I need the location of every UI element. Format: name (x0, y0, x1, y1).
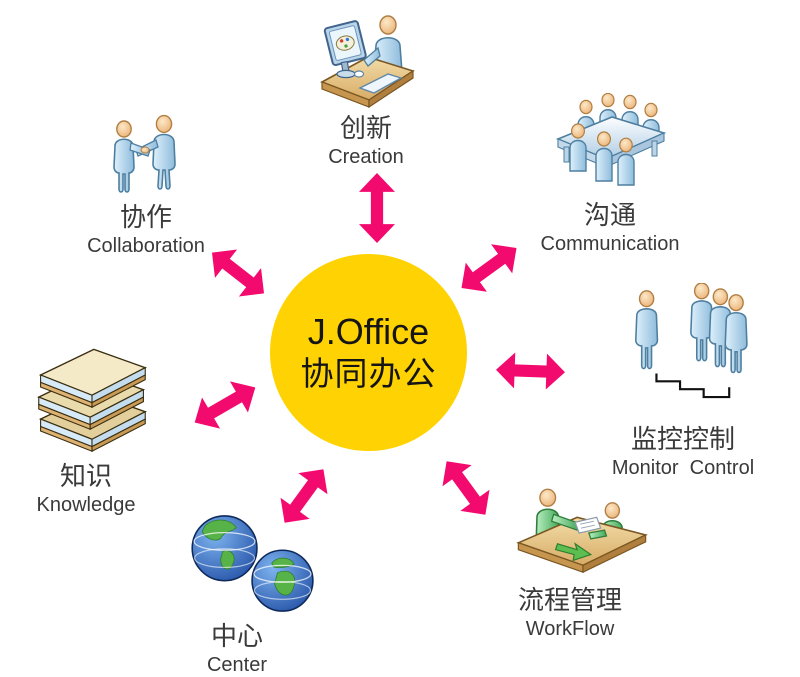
node-communication-label-en: Communication (540, 232, 680, 255)
node-center-label-zh: 中心 (210, 621, 263, 651)
double-arrow-right (495, 352, 565, 390)
hub-subtitle: 协同办公 (300, 355, 437, 393)
books-icon (37, 348, 147, 453)
node-workflow-label-en: WorkFlow (525, 617, 615, 640)
node-workflow: 流程管理 WorkFlow (495, 487, 648, 641)
node-creation: 创新 Creation (292, 8, 440, 169)
double-arrow-bottom-right (432, 451, 500, 526)
double-arrow-top-right (451, 233, 527, 302)
meeting-table-icon (555, 93, 667, 186)
node-monitor-label-zh: 监控控制 (630, 424, 735, 454)
node-communication-label-zh: 沟通 (583, 200, 636, 230)
hub-title: J.Office (307, 311, 430, 353)
node-monitor-label-en: Monitor Control (611, 456, 755, 479)
node-center: 中心 Center (162, 512, 314, 677)
node-knowledge-label-en: Knowledge (36, 493, 136, 516)
node-center-label-en: Center (206, 653, 268, 676)
double-arrow-left (186, 372, 265, 438)
node-knowledge: 知识 Knowledge (11, 342, 161, 517)
node-communication: 沟通 Communication (535, 93, 685, 256)
node-collaboration-label-en: Collaboration (87, 234, 205, 257)
node-collaboration-label-zh: 协作 (119, 202, 172, 232)
people-group-icon (635, 283, 748, 399)
person-at-desk-icon (320, 15, 415, 109)
node-monitor-control: 监控控制 Monitor Control (607, 283, 759, 480)
node-creation-label-en: Creation (328, 145, 404, 168)
center-hub: J.Office 协同办公 (270, 254, 467, 451)
handshake-people-icon (113, 114, 176, 193)
node-collaboration: 协作 Collaboration (71, 112, 221, 258)
document-handoff-icon (516, 488, 648, 574)
node-creation-label-zh: 创新 (339, 113, 392, 143)
globes-icon (191, 515, 314, 612)
node-knowledge-label-zh: 知识 (59, 461, 112, 491)
double-arrow-top (359, 173, 395, 243)
node-workflow-label-zh: 流程管理 (517, 585, 622, 615)
